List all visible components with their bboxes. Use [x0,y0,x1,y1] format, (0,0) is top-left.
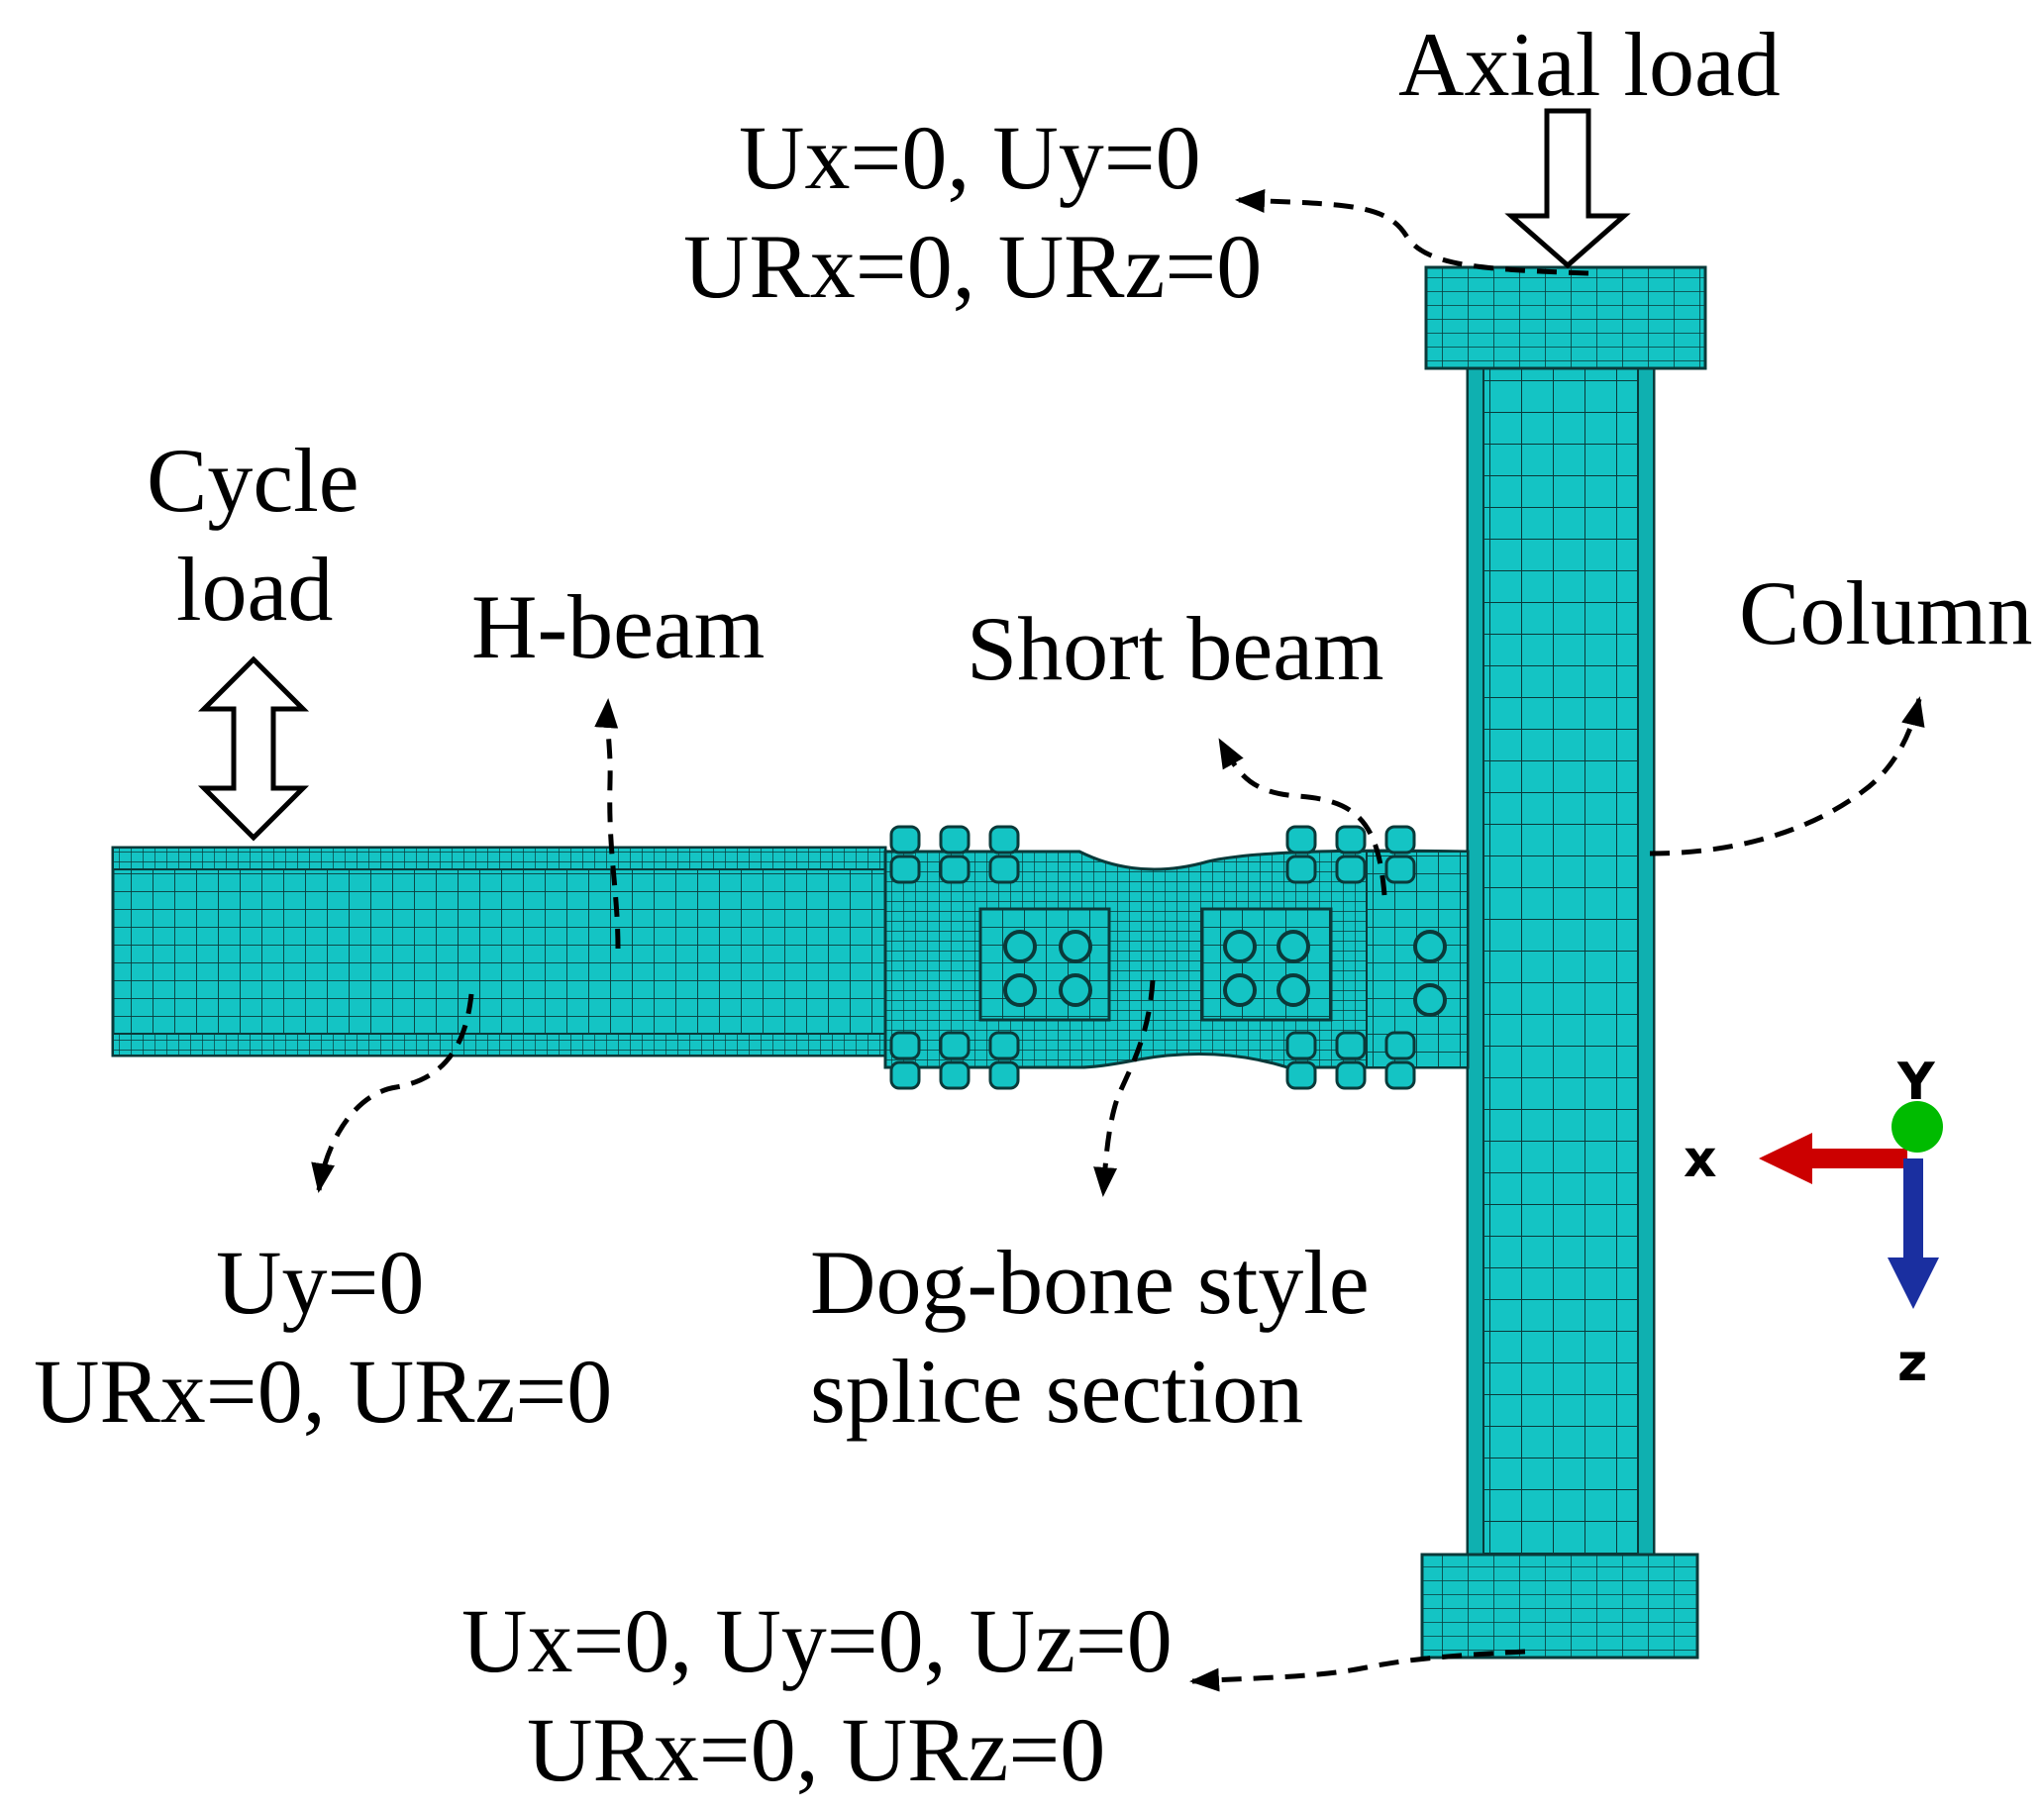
flange-bolt [1285,1031,1317,1060]
axial-load-arrow [1504,108,1631,269]
web-bolt [1003,973,1037,1007]
x-axis-head [1759,1133,1812,1184]
flange-bolt [1384,855,1416,884]
leader-base-bc [1189,1649,1526,1692]
z-axis-label: z [1897,1334,1927,1393]
leader-beam-bc [311,993,474,1193]
flange-bolt [939,825,971,855]
z-axis-head [1888,1258,1939,1309]
leader-column [1649,696,1925,856]
flange-bolt [988,1060,1020,1090]
h-beam-bottom-flange [112,1033,886,1056]
column-model [1420,265,1707,1660]
splice-plate-right [1200,907,1333,1022]
flange-bolt [1285,825,1317,855]
web-bolt [1277,930,1310,963]
cycle-load-arrow [197,655,310,842]
flange-bolt [1285,855,1317,884]
flange-bolt [1384,1031,1416,1060]
short-beam-label: Short beam [967,598,1384,699]
leader-h-beam [594,698,621,950]
coordinate-triad: x Y z [1684,1053,1943,1393]
web-bolt [1277,973,1310,1007]
flange-bolt [1384,825,1416,855]
flange-bolt [1335,855,1367,884]
flange-bolt [988,825,1020,855]
beam-model [111,825,1470,1090]
web-bolt [1059,930,1092,963]
axial-load-label: Axial load [1398,14,1781,115]
flange-bolt [1335,1060,1367,1090]
column-flange-right [1637,367,1655,1623]
flange-bolt [988,1031,1020,1060]
column-base-plate [1420,1553,1699,1660]
flange-bolt [889,1031,921,1060]
column-flange-left [1467,367,1484,1623]
flange-bolt [1384,1060,1416,1090]
flange-bolt [889,1060,921,1090]
beam-bc-line-2: URx=0, URz=0 [34,1341,612,1442]
y-axis-label: Y [1896,1053,1936,1112]
h-beam-top-flange [112,847,886,870]
cycle-load-line-1: Cycle [147,430,359,531]
flange-bolt [988,855,1020,884]
bolt-group [889,825,1447,1090]
flange-bolt [889,825,921,855]
h-beam-label: H-beam [471,576,765,677]
leader-top-bc [1235,188,1589,276]
web-bolt [1223,973,1257,1007]
flange-bolt [1285,1060,1317,1090]
leader-short-beam [1217,738,1387,896]
flange-bolt [939,855,971,884]
web-bolt [1413,930,1447,963]
y-axis-dot [1891,1101,1943,1153]
h-beam-body [111,846,887,1057]
column-top-plate [1424,265,1707,370]
beam-bc-line-1: Uy=0 [216,1232,424,1333]
dogbone-line-1: Dog-bone style [810,1232,1370,1333]
top-bc-line-1: Ux=0, Uy=0 [739,107,1201,208]
top-bc-line-2: URx=0, URz=0 [683,216,1262,317]
web-bolt [1059,973,1092,1007]
x-axis-label: x [1684,1130,1717,1189]
base-bc-line-2: URx=0, URz=0 [527,1699,1105,1800]
flange-bolt [1335,1031,1367,1060]
leader-dogbone [1093,979,1156,1197]
cycle-load-line-2: load [176,539,333,640]
dogbone-line-2: splice section [810,1341,1303,1442]
column-label: Column [1739,562,2032,663]
base-bc-line-1: Ux=0, Uy=0, Uz=0 [461,1590,1173,1691]
flange-bolt [1335,825,1367,855]
web-bolt [1003,930,1037,963]
splice-plate-left [978,907,1111,1022]
flange-bolt [939,1060,971,1090]
flange-bolt [889,855,921,884]
flange-bolt [939,1031,971,1060]
web-bolt [1223,930,1257,963]
web-bolt [1413,983,1447,1017]
column-web [1466,366,1656,1624]
